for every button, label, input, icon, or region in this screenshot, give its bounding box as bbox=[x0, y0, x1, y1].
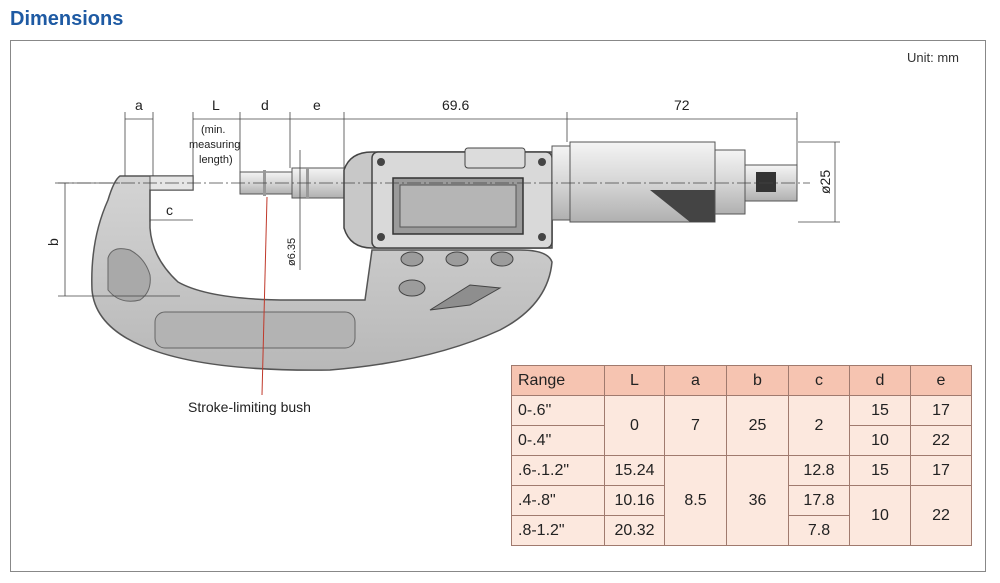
extension-lines bbox=[58, 112, 840, 297]
dim-L-label: L bbox=[212, 97, 220, 113]
dim-L-note-3: length) bbox=[199, 154, 233, 166]
thimble bbox=[551, 141, 746, 223]
cell-L: 20.32 bbox=[604, 515, 665, 546]
cell-d: 15 bbox=[849, 455, 911, 486]
header-a: a bbox=[664, 365, 727, 396]
cell-c: 7.8 bbox=[788, 515, 850, 546]
cell-L: 15.24 bbox=[604, 455, 665, 486]
cell-d: 15 bbox=[849, 395, 911, 426]
dim-length-1-label: 69.6 bbox=[442, 97, 469, 113]
dim-d-label: d bbox=[261, 97, 269, 113]
cell-e: 22 bbox=[910, 485, 972, 546]
dim-spindle-diameter-label: ø6.35 bbox=[286, 238, 298, 266]
cell-c: 17.8 bbox=[788, 485, 850, 516]
header-d: d bbox=[849, 365, 911, 396]
table-row: .6-.1.2" 15.24 8.5 36 12.8 15 17 bbox=[511, 455, 972, 546]
cell-a: 8.5 bbox=[664, 455, 727, 546]
dimension-lines bbox=[64, 118, 836, 296]
cell-d: 10 bbox=[849, 485, 911, 546]
callout-label: Stroke-limiting bush bbox=[188, 399, 311, 415]
display-housing bbox=[343, 147, 553, 249]
cell-c: 12.8 bbox=[788, 455, 850, 486]
cell-e: 17 bbox=[910, 395, 972, 426]
cell-c: 2 bbox=[788, 395, 850, 456]
table-row: 0-.4" 10 22 bbox=[511, 425, 972, 456]
cell-L: 10.16 bbox=[604, 485, 665, 516]
cell-L: 0 bbox=[604, 395, 665, 456]
table-row: 0-.6" 0 7 25 2 15 17 bbox=[511, 395, 972, 456]
dim-e-label: e bbox=[313, 97, 321, 113]
c-frame bbox=[91, 175, 553, 371]
cell-b: 36 bbox=[726, 455, 789, 546]
header-L: L bbox=[604, 365, 665, 396]
dim-length-2-label: 72 bbox=[674, 97, 690, 113]
table-row: .8-1.2" 20.32 7.8 bbox=[511, 515, 972, 546]
callout-line bbox=[261, 196, 268, 396]
dim-L-note-2: measuring bbox=[189, 139, 240, 151]
header-range: Range bbox=[511, 365, 605, 396]
dim-b-label: b bbox=[45, 238, 61, 246]
cell-range: 0-.6" bbox=[511, 395, 605, 426]
dim-a-label: a bbox=[135, 97, 143, 113]
cell-range: .6-.1.2" bbox=[511, 455, 605, 486]
cell-range: .8-1.2" bbox=[511, 515, 605, 546]
unit-note: Unit: mm bbox=[907, 50, 959, 65]
cell-range: 0-.4" bbox=[511, 425, 605, 456]
cell-a: 7 bbox=[664, 395, 727, 456]
dim-L-note-1: (min. bbox=[201, 124, 225, 136]
dim-c-label: c bbox=[166, 202, 173, 218]
header-c: c bbox=[788, 365, 850, 396]
cell-range: .4-.8" bbox=[511, 485, 605, 516]
cell-e: 22 bbox=[910, 425, 972, 456]
dim-thimble-diameter-label: ø25 bbox=[817, 170, 833, 194]
cell-e: 17 bbox=[910, 455, 972, 486]
page-title: Dimensions bbox=[10, 8, 124, 30]
header-e: e bbox=[910, 365, 972, 396]
control-buttons bbox=[398, 251, 514, 311]
cell-b: 25 bbox=[726, 395, 789, 456]
dimensions-table: Range L a b c d e 0-.6" 0 7 25 2 15 17 0… bbox=[511, 365, 972, 546]
header-b: b bbox=[726, 365, 789, 396]
table-row: .4-.8" 10.16 17.8 10 22 bbox=[511, 485, 972, 546]
table-header-row: Range L a b c d e bbox=[511, 365, 972, 396]
cell-d: 10 bbox=[849, 425, 911, 456]
